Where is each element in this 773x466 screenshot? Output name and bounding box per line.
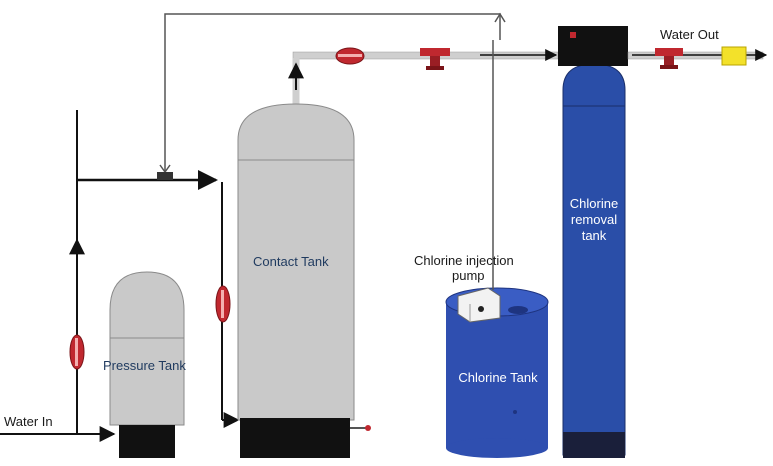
injection-pump-label-2: pump [452,268,485,283]
removal-tank [562,63,626,458]
outlet-fitting [721,46,747,66]
water-in-label: Water In [4,414,53,429]
pressure-tank-label: Pressure Tank [103,358,186,373]
removal-tank-label-2: removal [570,212,618,227]
removal-tank-label-3: tank [581,228,607,243]
injection-pump-label-1: Chlorine injection [414,253,514,268]
outlet-pipe [627,46,768,69]
pressure-tank [109,271,185,458]
chlorine-tank-label: Chlorine Tank [458,370,538,385]
injection-pump [457,40,501,323]
removal-tank-label-1: Chlorine [569,196,619,211]
contact-tank [237,103,371,458]
control-head [558,26,628,66]
contact-tank-label: Contact Tank [253,254,329,269]
top-tee-valve [420,48,450,70]
water-out-label: Water Out [660,27,719,42]
top-pipe [288,49,559,104]
